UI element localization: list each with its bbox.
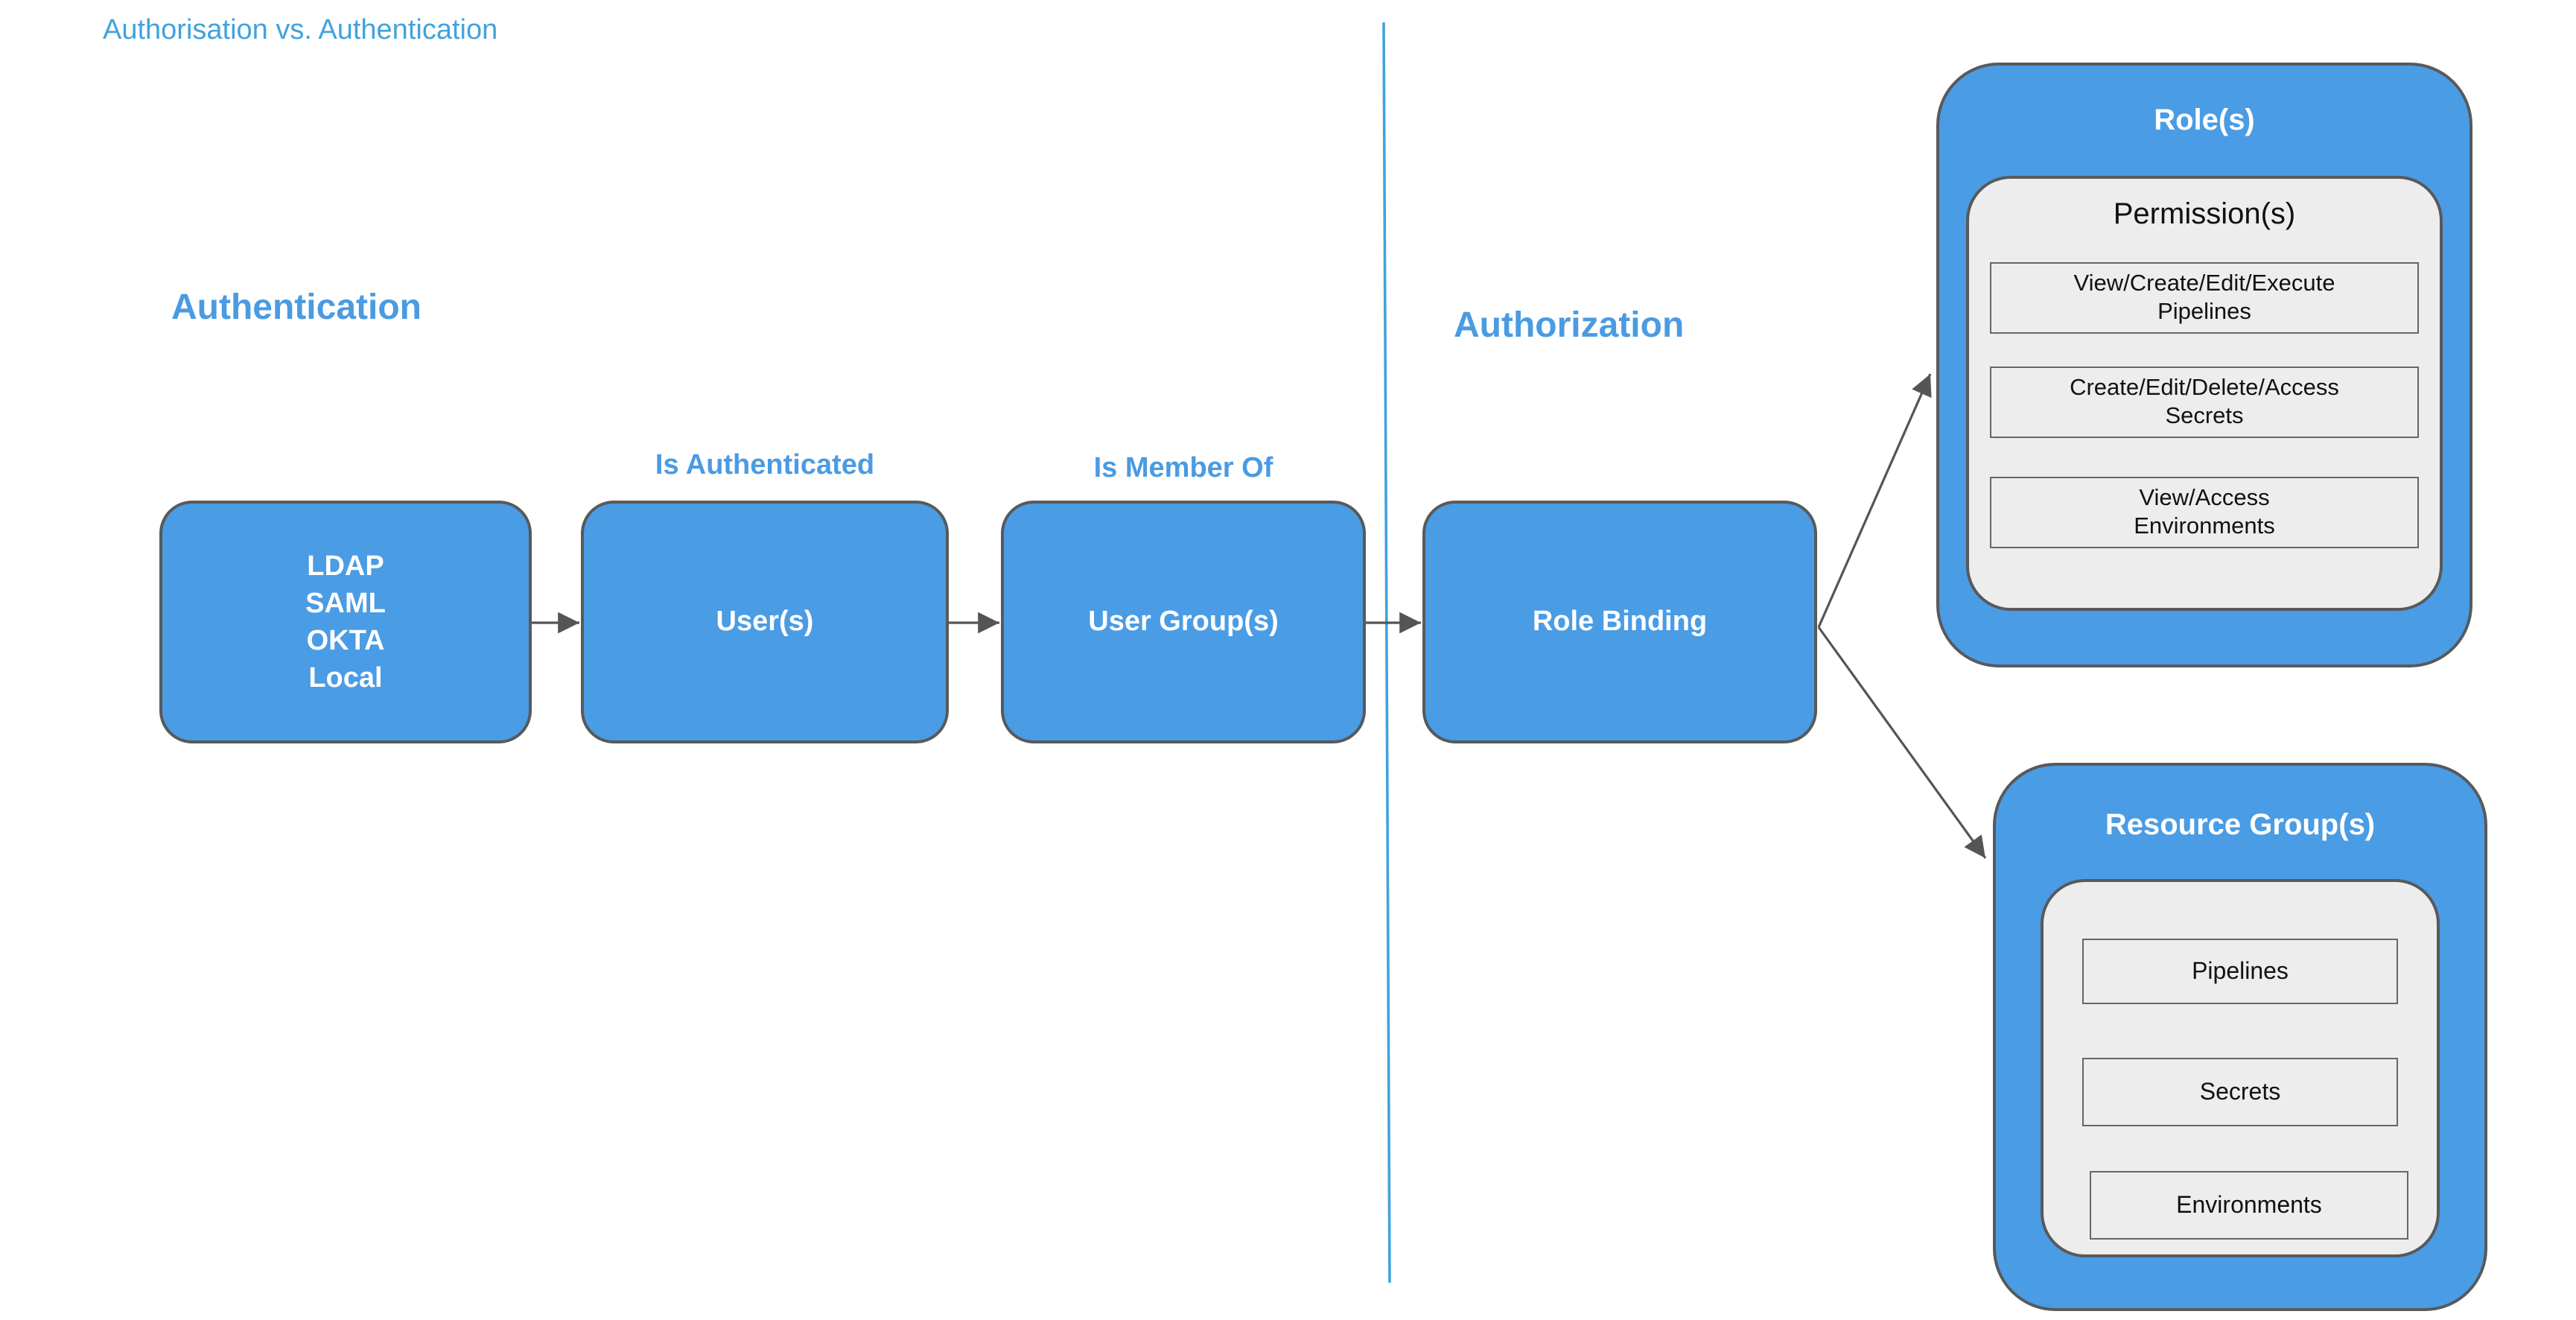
permission-secrets-line2: Secrets <box>2165 404 2244 429</box>
permission-environments: View/Access Environments <box>1990 477 2419 548</box>
permission-pipelines: View/Create/Edit/Execute Pipelines <box>1990 262 2419 334</box>
user-groups-annotation: Is Member Of <box>1093 453 1273 484</box>
identity-provider-saml: SAML <box>305 588 386 619</box>
permission-secrets: Create/Edit/Delete/Access Secrets <box>1990 367 2419 438</box>
node-users-label: User(s) <box>716 606 814 637</box>
permission-environments-line1: View/Access <box>2139 486 2270 511</box>
resource-environments-label: Environments <box>2176 1193 2322 1218</box>
node-role-binding: Role Binding <box>1422 501 1817 743</box>
authentication-heading: Authentication <box>171 288 422 328</box>
authorization-heading: Authorization <box>1454 305 1685 346</box>
node-user-groups: User Group(s) <box>1001 501 1366 743</box>
users-annotation: Is Authenticated <box>655 450 875 481</box>
resource-environments: Environments <box>2090 1171 2408 1240</box>
node-user-groups-label: User Group(s) <box>1088 606 1279 637</box>
node-users: User(s) <box>581 501 949 743</box>
permission-secrets-line1: Create/Edit/Delete/Access <box>2070 375 2339 401</box>
node-role-binding-label: Role Binding <box>1532 606 1708 637</box>
node-identity-providers: LDAP SAML OKTA Local <box>159 501 532 743</box>
resource-groups-title: Resource Group(s) <box>2105 809 2376 842</box>
arrow-role-binding-to-roles <box>1817 373 1932 628</box>
section-divider-line <box>1382 22 1391 1283</box>
permission-pipelines-line1: View/Create/Edit/Execute <box>2073 271 2335 296</box>
resource-secrets: Secrets <box>2082 1058 2398 1126</box>
resource-secrets-label: Secrets <box>2199 1079 2281 1105</box>
roles-title: Role(s) <box>2154 104 2255 137</box>
permission-environments-line2: Environments <box>2134 514 2275 539</box>
identity-provider-list: LDAP SAML OKTA Local <box>305 548 386 697</box>
page-title: Authorisation vs. Authentication <box>103 15 498 46</box>
identity-provider-ldap: LDAP <box>307 550 384 582</box>
identity-provider-local: Local <box>308 662 383 694</box>
permission-pipelines-line2: Pipelines <box>2157 299 2251 325</box>
resource-pipelines: Pipelines <box>2082 939 2398 1004</box>
resource-pipelines-label: Pipelines <box>2192 959 2289 984</box>
identity-provider-okta: OKTA <box>306 625 385 656</box>
arrow-role-binding-to-resource-groups <box>1817 626 1987 859</box>
permissions-panel-title: Permission(s) <box>2113 198 2296 231</box>
